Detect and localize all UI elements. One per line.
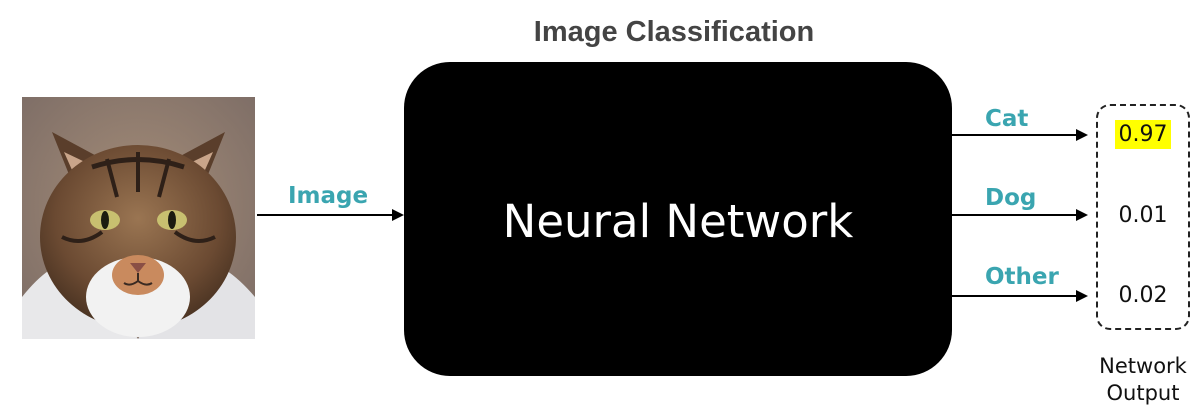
output-value-dog: 0.01 xyxy=(1118,203,1168,228)
output-label-other: Other xyxy=(985,264,1059,290)
output-label-cat: Cat xyxy=(985,106,1029,132)
network-output-caption: Network Output xyxy=(1090,353,1196,407)
caption-line-2: Output xyxy=(1106,381,1180,405)
output-label-dog: Dog xyxy=(985,185,1037,211)
output-value-cat: 0.97 xyxy=(1100,120,1186,149)
diagram-title: Image Classification xyxy=(533,16,815,48)
neural-network-box: Neural Network xyxy=(404,62,952,376)
input-label: Image xyxy=(288,183,369,209)
network-output-box xyxy=(1096,104,1190,330)
neural-network-label: Neural Network xyxy=(502,195,854,248)
caption-line-1: Network xyxy=(1099,354,1187,378)
output-value-other: 0.02 xyxy=(1118,283,1168,308)
cat-photo xyxy=(22,97,255,339)
output-value-cat-text: 0.97 xyxy=(1114,120,1172,149)
